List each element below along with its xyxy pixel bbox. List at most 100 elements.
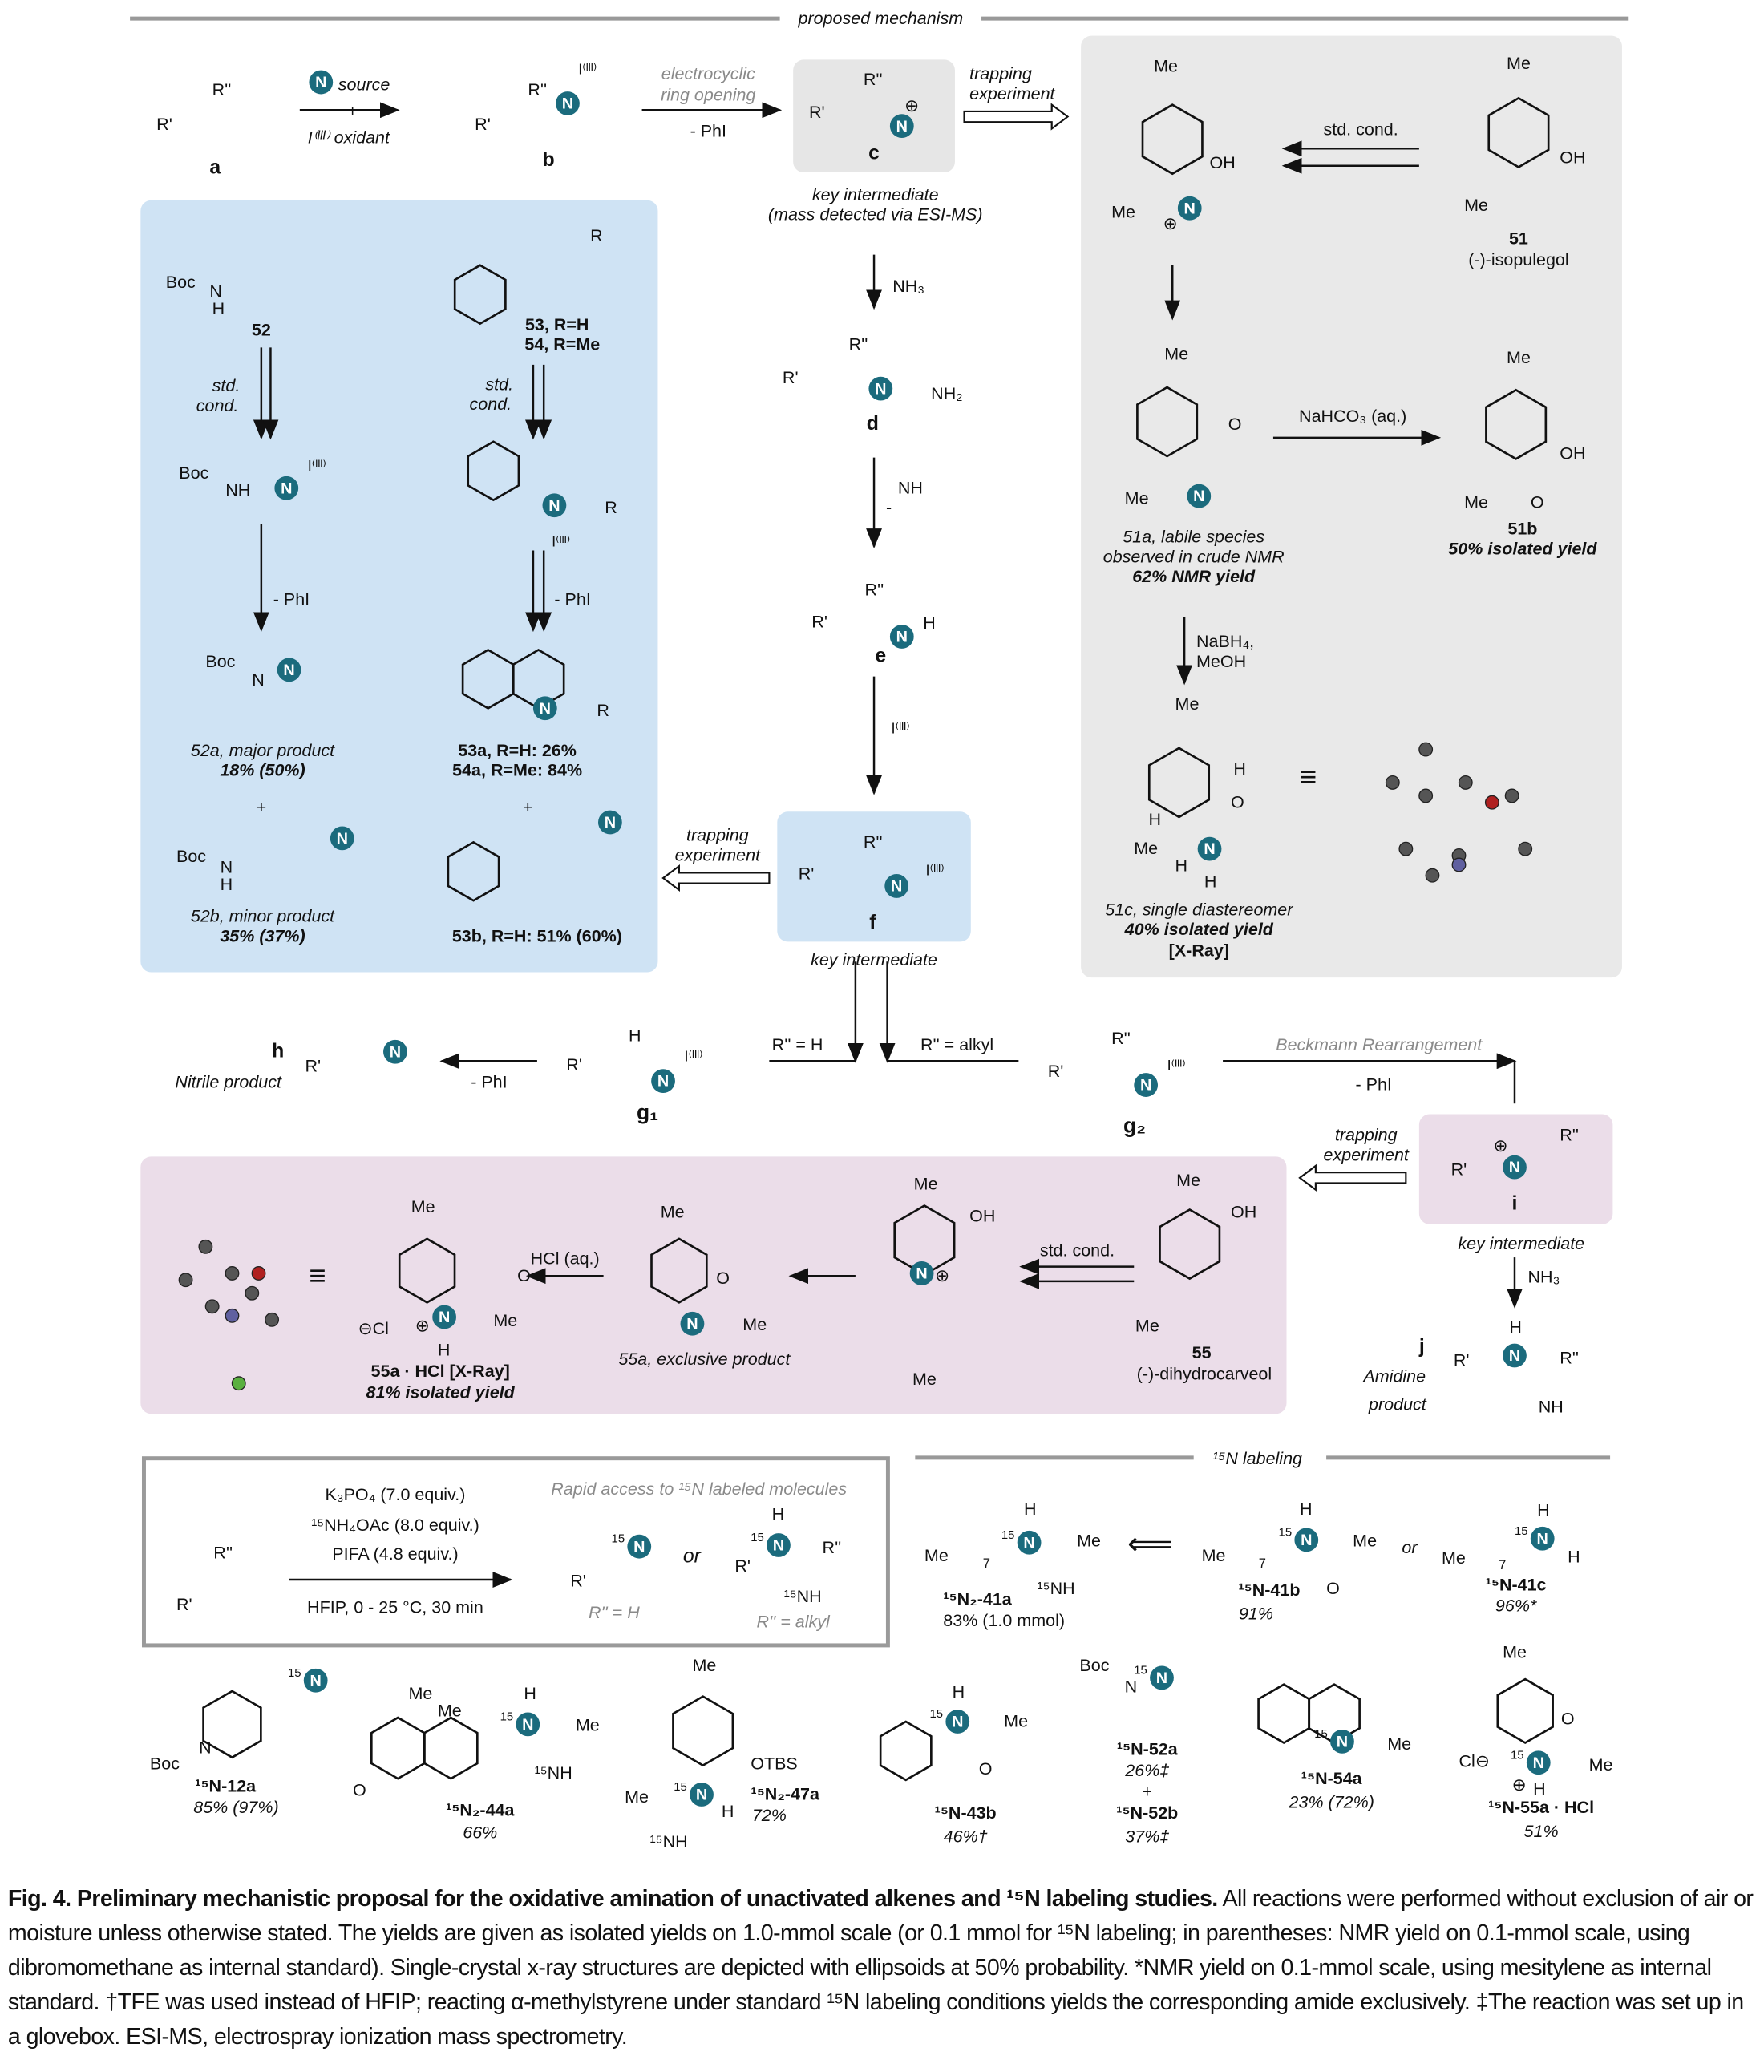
cb-reagent-3: PIFA (4.8 equiv.) <box>332 1544 459 1564</box>
c12a-label: ¹⁵N-12a <box>195 1775 257 1796</box>
c44a-label: ¹⁵N₂-44a <box>446 1799 515 1820</box>
c41b-7: 7 <box>1258 1556 1266 1572</box>
isotope-label: 15 <box>1514 1524 1528 1538</box>
c52b-yield: 37%‡ <box>1125 1826 1170 1847</box>
c-note-1: key intermediate <box>811 184 939 204</box>
xray-atom <box>1385 775 1400 790</box>
trap-i-line1: trapping <box>1334 1124 1398 1145</box>
p55ahcl-o: O <box>517 1265 531 1285</box>
b-iodine: I⁽ᴵᴵᴵ⁾ <box>578 62 597 79</box>
trapping-arrow <box>1298 1163 1407 1192</box>
xray-atom <box>1418 742 1434 757</box>
c44a-me3: Me <box>575 1714 600 1735</box>
c41b-h: H <box>1300 1499 1313 1519</box>
g2-r1: R' <box>1047 1061 1064 1082</box>
c44a-nh: ¹⁵NH <box>534 1762 572 1783</box>
int-left-nitrogen: N <box>274 476 299 500</box>
substrate-scope-panel <box>140 200 658 973</box>
ring-bond <box>1136 386 1199 458</box>
h-byproduct: - PhI <box>471 1071 508 1092</box>
d-label: d <box>866 412 879 435</box>
ring-bond <box>650 1237 708 1304</box>
isotope-label: 15 <box>500 1710 514 1723</box>
p51c-h1: H <box>1233 759 1246 779</box>
i-nitrogen: N <box>1503 1155 1527 1180</box>
i-r2: R'' <box>1560 1124 1579 1145</box>
n-letter: N <box>1532 1753 1544 1772</box>
xray-atom <box>198 1239 213 1254</box>
j-note-2: product <box>1369 1394 1426 1414</box>
e-label: e <box>875 644 887 668</box>
s51-me-top: Me <box>1507 53 1531 73</box>
c52-plus: + <box>1142 1781 1153 1802</box>
cb-or: or <box>682 1545 701 1568</box>
c12a-boc: Boc <box>149 1753 180 1774</box>
p51a-label: 51a, labile species <box>1123 527 1264 547</box>
phi-right: - PhI <box>554 589 591 609</box>
gint-oh: OH <box>1209 152 1236 173</box>
p53b-nitrogen: N <box>597 810 622 835</box>
xray-atom <box>225 1308 240 1323</box>
f-iodine: I⁽ᴵᴵᴵ⁾ <box>925 863 945 880</box>
n-letter: N <box>1023 1533 1035 1552</box>
b-label: b <box>542 148 555 172</box>
xray-atom <box>1418 788 1434 803</box>
pint-me-top: Me <box>913 1173 938 1194</box>
c-nitrogen: N <box>889 114 914 139</box>
labeling-or: or <box>1402 1537 1418 1557</box>
p51c-h4: H <box>1204 871 1217 892</box>
j-nh: NH <box>1538 1396 1564 1417</box>
trap-f-line2: experiment <box>674 844 761 865</box>
p52a-n: N <box>252 670 265 690</box>
c43b-yield: 46%† <box>943 1826 988 1847</box>
cb-amidine-cond: R'' = alkyl <box>756 1611 830 1632</box>
p53a-nitrogen: N <box>532 696 557 721</box>
ring-bond <box>1496 1677 1554 1745</box>
s55-oh: OH <box>1231 1201 1257 1222</box>
c12a-n: N <box>199 1737 212 1758</box>
int-left-nh: NH <box>225 480 251 500</box>
int-right-nitrogen: N <box>542 493 567 518</box>
ring-bond <box>879 1720 933 1782</box>
g1-nitrogen: N <box>651 1069 675 1093</box>
isotope-label: 15 <box>1001 1528 1015 1542</box>
a-r1: R' <box>156 114 172 135</box>
i-label: i <box>1511 1192 1518 1216</box>
p52b-h: H <box>220 874 233 894</box>
d-r1: R' <box>782 367 799 387</box>
c44a-yield: 66% <box>463 1822 498 1843</box>
n-letter: N <box>1155 1668 1168 1688</box>
c44a-me1: Me <box>408 1683 433 1703</box>
p52a-boc: Boc <box>205 651 236 671</box>
c43b-h: H <box>952 1681 965 1702</box>
isotope-label: 15 <box>287 1665 301 1680</box>
f-r1: R' <box>798 863 815 884</box>
labeling-arrow: ⟸ <box>1127 1526 1173 1563</box>
p55a-label: 55a, exclusive product <box>618 1349 791 1370</box>
p51c-h3: H <box>1175 855 1188 876</box>
c55a-me: Me <box>1588 1754 1613 1775</box>
n-source-label: source <box>338 74 390 95</box>
phi-left: - PhI <box>273 589 310 609</box>
xray-atom <box>1398 841 1414 856</box>
j-note-1: Amidine <box>1363 1366 1426 1386</box>
s51-name: (-)-isopulegol <box>1468 249 1569 269</box>
n-letter: N <box>952 1712 964 1731</box>
a-r2: R'' <box>212 79 232 100</box>
c47a-label: ¹⁵N₂-47a <box>751 1783 819 1804</box>
isotope-label: 15 <box>1278 1525 1293 1539</box>
p51c-label: 51c, single diastereomer <box>1105 899 1293 920</box>
cb-r1: R' <box>176 1594 192 1615</box>
c54a-yield: 23% (72%) <box>1289 1791 1374 1812</box>
c41c-label: ¹⁵N-41c <box>1485 1574 1547 1595</box>
c41a-me: Me <box>924 1545 949 1565</box>
p55ahcl-h: H <box>437 1339 451 1360</box>
c-charge: ⊕ <box>904 95 920 115</box>
c-label: c <box>868 141 880 165</box>
c47a-otbs: OTBS <box>751 1753 798 1774</box>
